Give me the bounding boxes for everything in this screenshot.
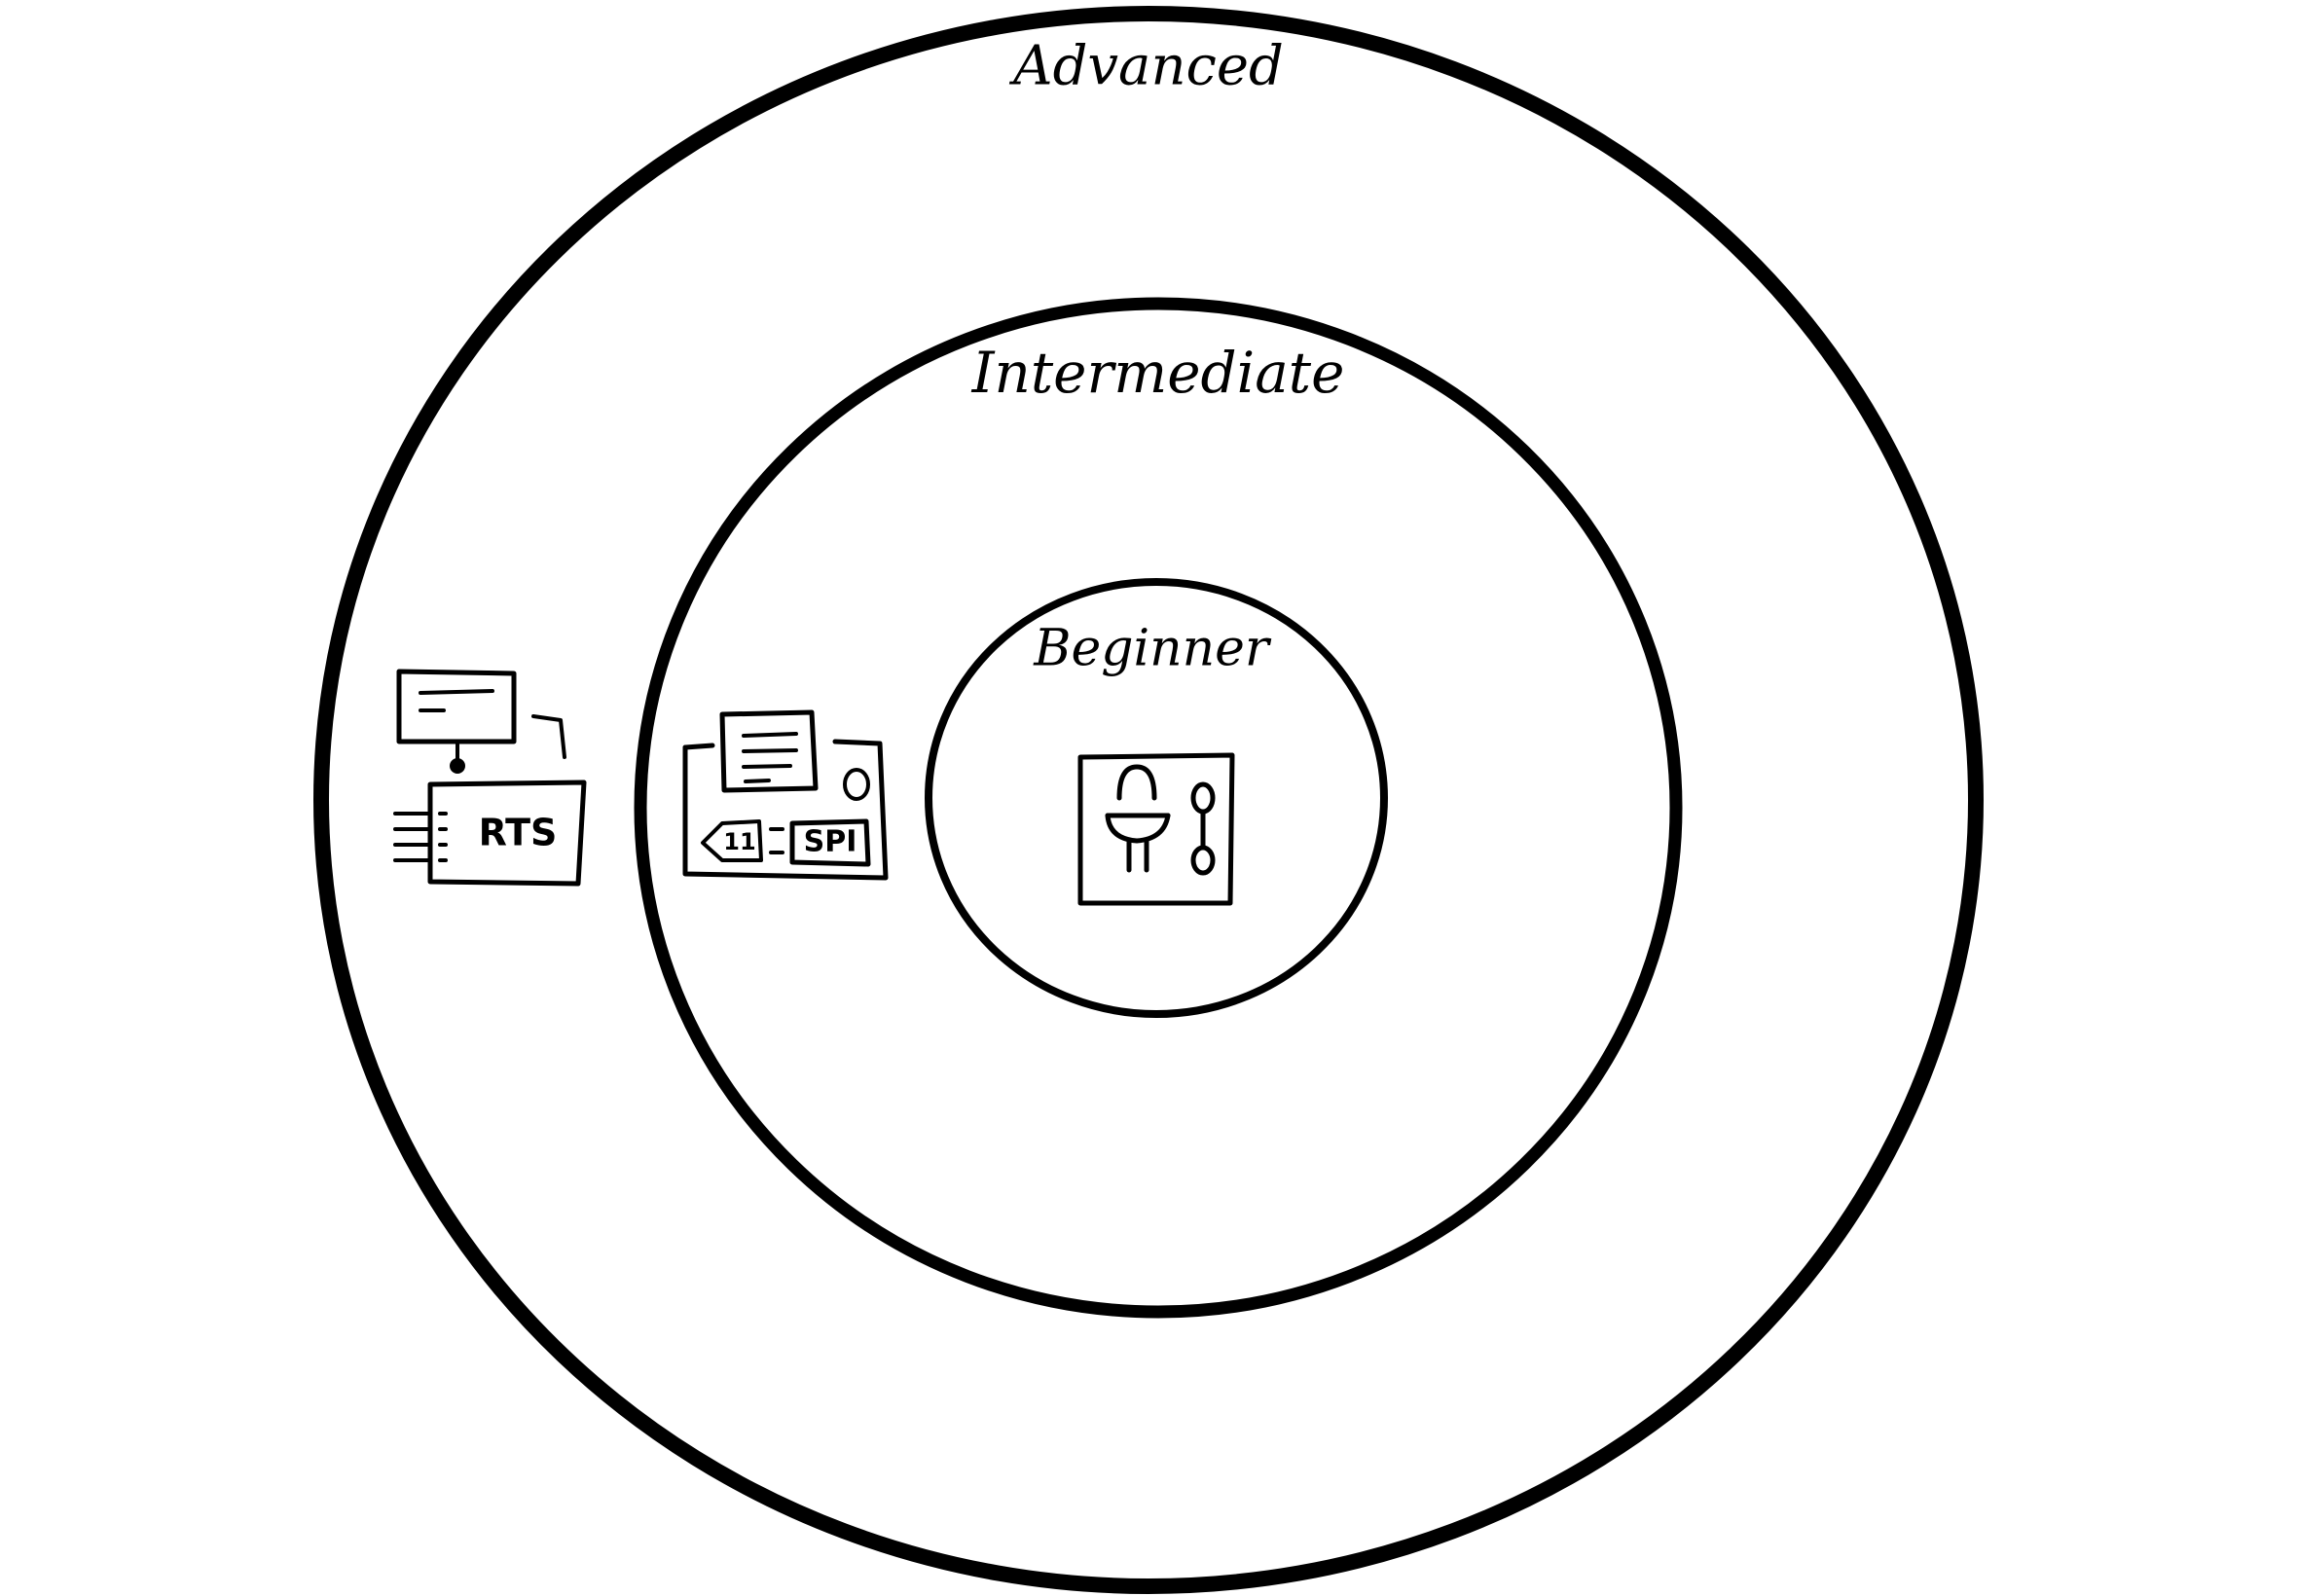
led-and-button-board-icon — [1077, 752, 1235, 906]
advanced-label: Advanced — [1008, 35, 1284, 98]
intermediate-ring — [634, 297, 1683, 1319]
spi-board-with-display-icon: 11 SPI — [682, 709, 889, 881]
rtos-board-with-display-icon: RTS — [393, 669, 587, 887]
spi-icon-label-b: SPI — [804, 825, 857, 859]
rtos-icon-label: RTS — [479, 812, 558, 854]
advanced-ring — [313, 6, 1984, 1594]
intermediate-label: Intermediate — [971, 340, 1345, 406]
spi-icon-label-a: 11 — [723, 828, 755, 855]
beginner-ring — [925, 578, 1388, 1018]
beginner-label: Beginner — [1033, 620, 1272, 678]
